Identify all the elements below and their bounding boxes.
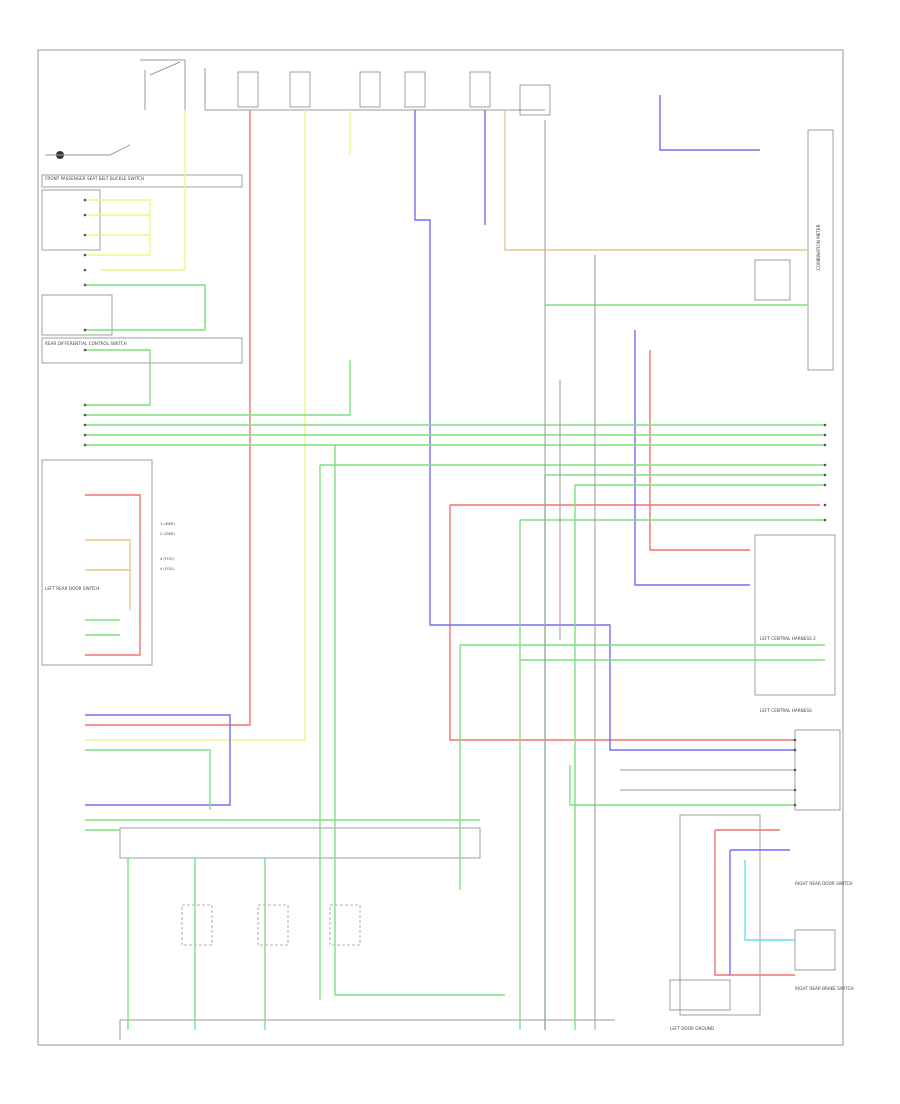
front-passenger-buckle-label: FRONT PASSENGER SEAT BELT BUCKLE SWITCH (45, 176, 144, 181)
right-rear-brake-box (794, 929, 836, 971)
labels: COMBINATION METER LEFT CENTRAL HARNESS L… (45, 176, 854, 1031)
wire-green-20 (85, 749, 211, 810)
bottom-switch-2 (257, 904, 289, 946)
combination-meter-label: COMBINATION METER (816, 224, 821, 270)
note-3: 3 (FOG) (160, 557, 175, 561)
diagram-frame (37, 49, 844, 1046)
wire-cyan-1 (744, 860, 795, 941)
wire-green-1 (85, 284, 206, 331)
bottom-switch-1 (181, 904, 213, 946)
right-rear-brake-label: RIGHT REAR BRAKE SWITCH (795, 986, 854, 991)
wire-green-2 (85, 349, 151, 406)
wire-blue-3 (634, 330, 750, 586)
wire-yellow-6 (85, 110, 306, 741)
top-left-switch (140, 59, 186, 110)
left-central-harness-2-label: LEFT CENTRAL HARNESS 2 (760, 636, 816, 641)
wire-green-3 (85, 360, 351, 416)
left-rear-door-label: LEFT REAR DOOR SWITCH (45, 586, 99, 591)
left-box-4 (41, 337, 243, 364)
ground-bus (119, 827, 615, 1040)
meter-relay-box (754, 259, 791, 301)
rear-diff-label: REAR DIFFERENTIAL CONTROL SWITCH (45, 341, 127, 346)
left-central-harness-box (754, 534, 836, 696)
left-box-3 (41, 294, 113, 336)
left-box-1 (41, 174, 243, 188)
wire-red-1 (85, 110, 251, 726)
bottom-switch-3 (329, 904, 361, 946)
note-2: 2 (2WD) (160, 532, 175, 536)
wire-red-4 (449, 505, 795, 741)
note-4: 4 (FOG) (160, 567, 175, 571)
wire-red-6 (714, 830, 795, 976)
top-left-lamp (45, 144, 131, 159)
wire-red-2 (85, 494, 141, 656)
wire-red-3 (649, 350, 750, 551)
note-1: 1 (4WD) (160, 522, 175, 526)
wire-blue-5 (659, 95, 760, 151)
right-rear-door-label: RIGHT REAR DOOR SWITCH (795, 881, 853, 886)
left-door-ground-label: LEFT DOOR GROUND (670, 1026, 714, 1031)
left-box-2 (41, 189, 101, 251)
fuse-strip (204, 68, 551, 116)
pin-markers (83, 198, 827, 807)
right-connector-box (794, 729, 841, 811)
wire-blue-4 (85, 714, 231, 806)
left-central-harness-label: LEFT CENTRAL HARNESS (760, 708, 812, 713)
wire-tan-2 (85, 539, 131, 610)
bottom-right-box (679, 814, 761, 1016)
wire-green-9 (334, 445, 505, 996)
wire-yellow-1 (100, 110, 186, 271)
wire-green-26 (569, 765, 795, 806)
wire-tan-1 (504, 110, 808, 251)
wire-blue-1 (414, 110, 795, 751)
wire-yellow-2 (85, 199, 151, 256)
left-door-ground-box (669, 979, 731, 1011)
left-box-5 (41, 459, 153, 666)
